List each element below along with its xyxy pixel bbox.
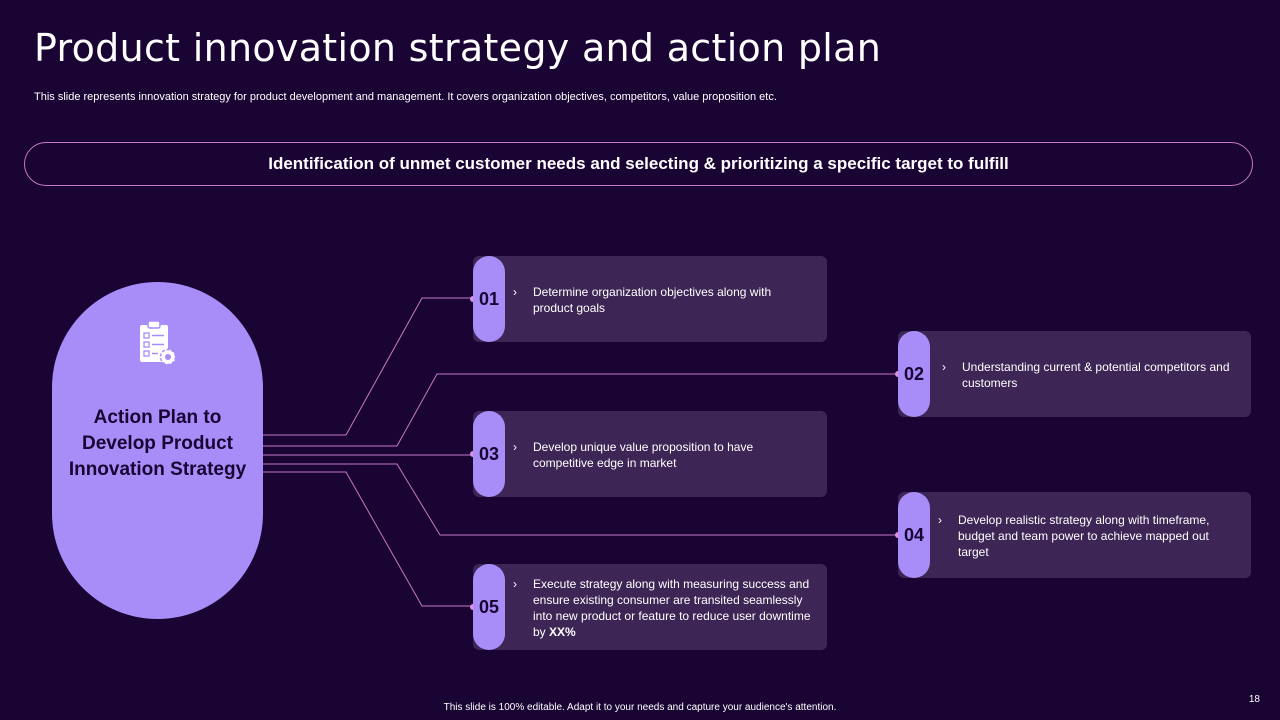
bullet-chevron-icon: › [938,513,942,527]
step-card-03: 03 › Develop unique value proposition to… [470,411,827,497]
action-plan-hub: Action Plan to Develop Product Innovatio… [52,282,263,619]
clipboard-gear-icon [139,320,176,366]
connector-01 [263,297,473,436]
step-text-emphasis: XX% [549,625,576,639]
bullet-chevron-icon: › [513,285,517,299]
bullet-chevron-icon: › [513,577,517,591]
hub-label: Action Plan to Develop Product Innovatio… [68,407,247,480]
connector-02 [263,373,898,447]
step-number: 03 [473,411,505,497]
bullet-chevron-icon: › [942,360,946,374]
step-number: 01 [473,256,505,342]
step-text: Develop unique value proposition to have… [533,440,754,470]
connector-05 [263,471,473,607]
step-card-05: 05 › Execute strategy along with measuri… [470,564,827,650]
step-text: Develop realistic strategy along with ti… [958,513,1210,559]
slide-subtitle: This slide represents innovation strateg… [34,91,777,103]
banner-text: Identification of unmet customer needs a… [268,154,1009,173]
page-number: 18 [1248,694,1260,705]
step-number: 02 [898,331,930,417]
step-card-04: 04 › Develop realistic strategy along wi… [895,492,1251,578]
step-text: Determine organization objectives along … [533,285,772,315]
slide-title: Product innovation strategy and action p… [34,26,882,70]
step-number: 05 [473,564,505,650]
footer-note: This slide is 100% editable. Adapt it to… [443,702,837,713]
step-text-main: Execute strategy along with measuring su… [533,577,811,639]
step-card-01: 01 › Determine organization objectives a… [470,256,827,342]
step-number: 04 [898,492,930,578]
step-text: Execute strategy along with measuring su… [533,576,813,640]
bullet-chevron-icon: › [513,440,517,454]
banner: Identification of unmet customer needs a… [24,142,1253,186]
connector-04 [263,463,898,536]
step-text: Understanding current & potential compet… [962,360,1230,390]
step-card-02: 02 › Understanding current & potential c… [895,331,1251,417]
